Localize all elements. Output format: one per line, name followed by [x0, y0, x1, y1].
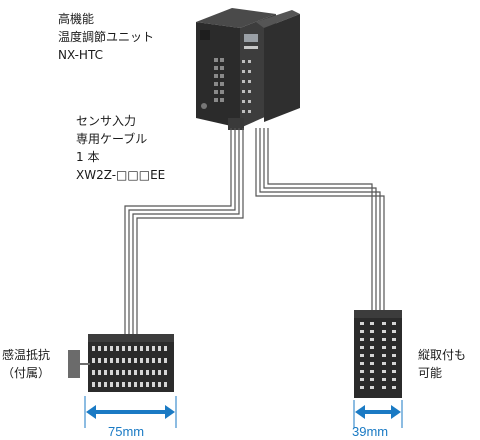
cable-label-line-1: センサ入力 [76, 114, 137, 128]
resistor-label-line-2: （付属） [2, 366, 51, 380]
sensor-cables [124, 128, 385, 336]
nx-htc-unit [196, 8, 300, 130]
vertical-mount-label-line-1: 縦取付も [418, 348, 467, 362]
unit-label-line-3: NX-HTC [58, 48, 103, 62]
vertical-mount-label-line-2: 可能 [418, 366, 443, 380]
dimension-arrows [84, 396, 403, 428]
vertical-mount-label: 縦取付も 可能 [418, 346, 466, 382]
dimension-75mm: 75mm [108, 424, 145, 439]
cable-label-line-4: XW2Z-□□□EE [76, 168, 166, 182]
cable-label-line-3: 1 本 [76, 150, 100, 164]
unit-label: 高機能 温度調節ユニット NX-HTC [58, 10, 154, 64]
cable-label-line-2: 専用ケーブル [76, 132, 148, 146]
resistor-component [68, 350, 80, 378]
dimension-39mm: 39mm [352, 424, 389, 439]
terminal-block-horizontal [68, 334, 174, 392]
cable-label: センサ入力 専用ケーブル 1 本 XW2Z-□□□EE [76, 112, 165, 184]
unit-label-line-1: 高機能 [58, 12, 95, 26]
resistor-label: 感温抵抗 （付属） [2, 346, 50, 382]
unit-label-line-2: 温度調節ユニット [58, 30, 155, 44]
resistor-label-line-1: 感温抵抗 [2, 348, 51, 362]
terminal-block-vertical [354, 310, 402, 398]
